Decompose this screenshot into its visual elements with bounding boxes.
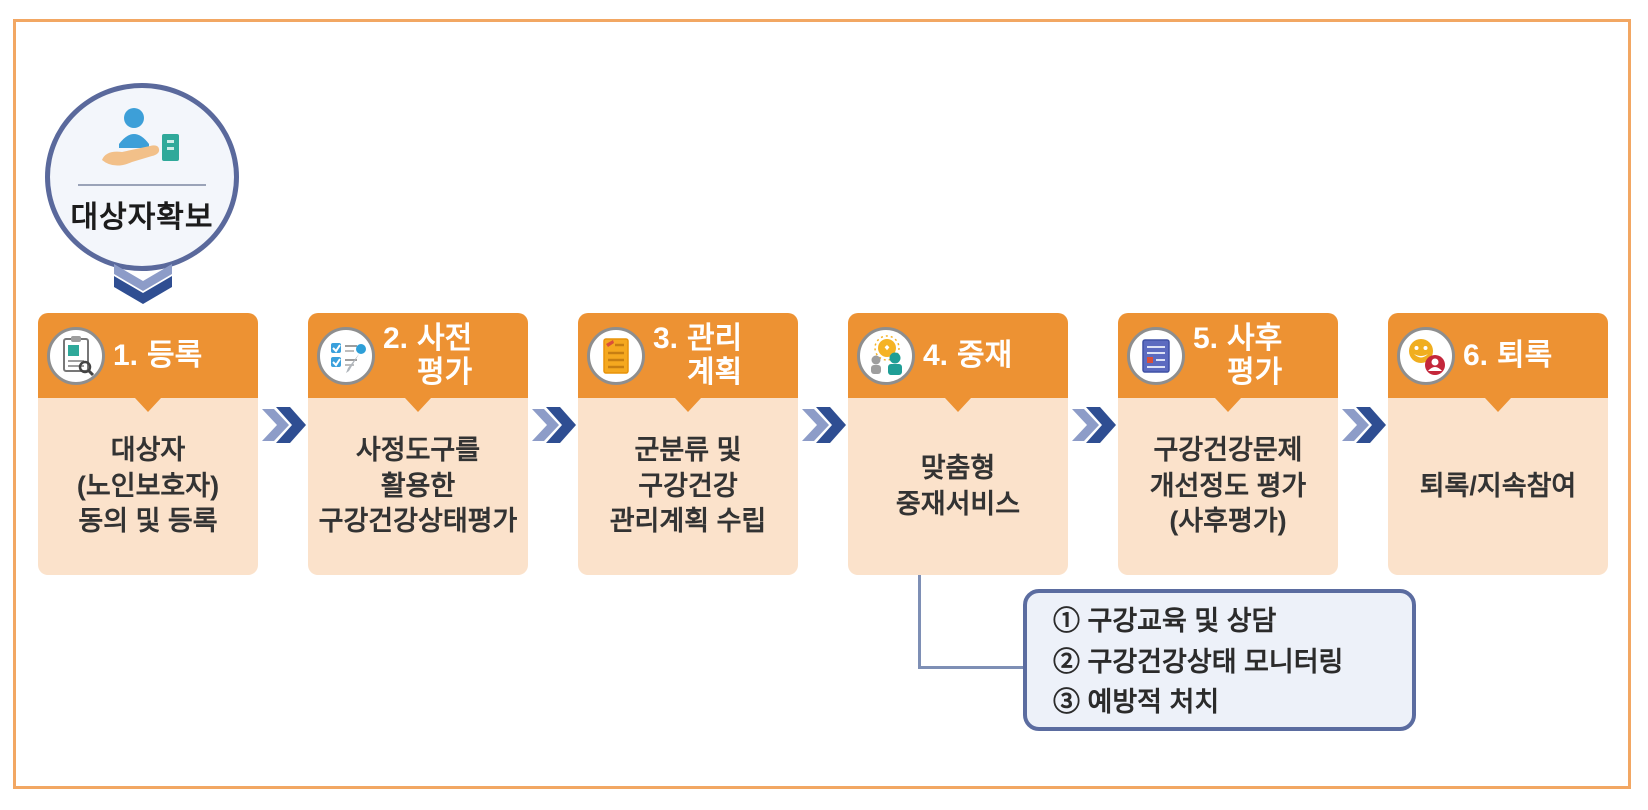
step-1-registration: 1. 등록 대상자 (노인보호자) 동의 및 등록 [38,313,258,575]
step-number: 3. [653,321,679,355]
step-2-pre-assessment: 2. 사전 평가 사정도구를 활용한 구강건강상태평가 [308,313,528,575]
step-3-body: 군분류 및 구강건강 관리계획 수립 [578,398,798,575]
chevron-right-icon [802,407,846,443]
step-title: 사후 평가 [1227,321,1283,389]
chevron-right-icon [262,407,306,443]
callout-item-3: ③ 예방적 처치 [1053,687,1220,718]
target-acquisition-circle: 대상자확보 [45,83,239,271]
chevron-right-icon [532,407,576,443]
people-care-icon [857,326,915,385]
smiley-person-icon [1397,326,1455,385]
chevron-down-icon [114,264,172,304]
step-5-body: 구강건강문제 개선정도 평가 (사후평가) [1118,398,1338,575]
step-3-heading: 3. 관리 계획 [653,322,742,390]
step-title: 퇴록 [1497,338,1553,372]
step-body-text: 군분류 및 구강건강 관리계획 수립 [609,435,767,537]
step-1-header: 1. 등록 [38,313,258,398]
step-5-post-assessment: 5. 사후 평가 구강건강문제 개선정도 평가 (사후평가) [1118,313,1338,575]
step-6-exit: 6. 퇴록 퇴록/지속참여 [1388,313,1608,575]
report-document-icon [1127,326,1185,385]
document-magnifier-icon [47,326,105,385]
step-4-body: 맞춤형 중재서비스 [848,398,1068,575]
chevron-right-icon [1072,407,1116,443]
step-2-heading: 2. 사전 평가 [383,322,472,390]
step-body-text: 사정도구를 활용한 구강건강상태평가 [318,435,518,537]
step-title: 관리 계획 [687,321,743,389]
header-notch [405,398,431,412]
step-number: 1. [113,338,139,372]
header-notch [1215,398,1241,412]
header-notch [1485,398,1511,412]
header-notch [135,398,161,412]
step-2-body: 사정도구를 활용한 구강건강상태평가 [308,398,528,575]
step-4-header: 4. 중재 [848,313,1068,398]
intervention-services-callout: ① 구강교육 및 상담 ② 구강건강상태 모니터링 ③ 예방적 처치 [1023,589,1416,731]
header-notch [945,398,971,412]
step-1-heading: 1. 등록 [113,339,202,373]
step-4-intervention: 4. 중재 맞춤형 중재서비스 [848,313,1068,575]
person-hand-card-icon [102,108,179,166]
circle-label: 대상자확보 [70,201,214,234]
step-6-body: 퇴록/지속참여 [1388,398,1608,575]
step-number: 5. [1193,321,1219,355]
step-4-heading: 4. 중재 [923,339,1012,373]
circle-divider [78,184,206,186]
step-body-text: 구강건강문제 개선정도 평가 (사후평가) [1149,435,1307,537]
header-notch [675,398,701,412]
step-number: 6. [1463,338,1489,372]
step-body-text: 맞춤형 중재서비스 [895,452,1021,519]
step-5-header: 5. 사후 평가 [1118,313,1338,398]
step-body-text: 대상자 (노인보호자) 동의 및 등록 [76,435,220,537]
connector-line-vertical [918,575,921,669]
step-3-management-plan: 3. 관리 계획 군분류 및 구강건강 관리계획 수립 [578,313,798,575]
callout-item-1: ① 구강교육 및 상담 [1053,606,1277,637]
step-6-header: 6. 퇴록 [1388,313,1608,398]
step-number: 4. [923,338,949,372]
step-number: 2. [383,321,409,355]
step-1-body: 대상자 (노인보호자) 동의 및 등록 [38,398,258,575]
step-title: 사전 평가 [417,321,473,389]
step-6-heading: 6. 퇴록 [1463,339,1552,373]
step-2-header: 2. 사전 평가 [308,313,528,398]
plan-document-icon [587,326,645,385]
callout-item-2: ② 구강건강상태 모니터링 [1053,646,1344,677]
step-body-text: 퇴록/지속참여 [1419,470,1577,501]
checklist-pen-icon [317,326,375,385]
step-title: 중재 [957,338,1013,372]
connector-line-horizontal [918,666,1025,669]
step-title: 등록 [147,338,203,372]
step-5-heading: 5. 사후 평가 [1193,322,1282,390]
chevron-right-icon [1342,407,1386,443]
step-3-header: 3. 관리 계획 [578,313,798,398]
